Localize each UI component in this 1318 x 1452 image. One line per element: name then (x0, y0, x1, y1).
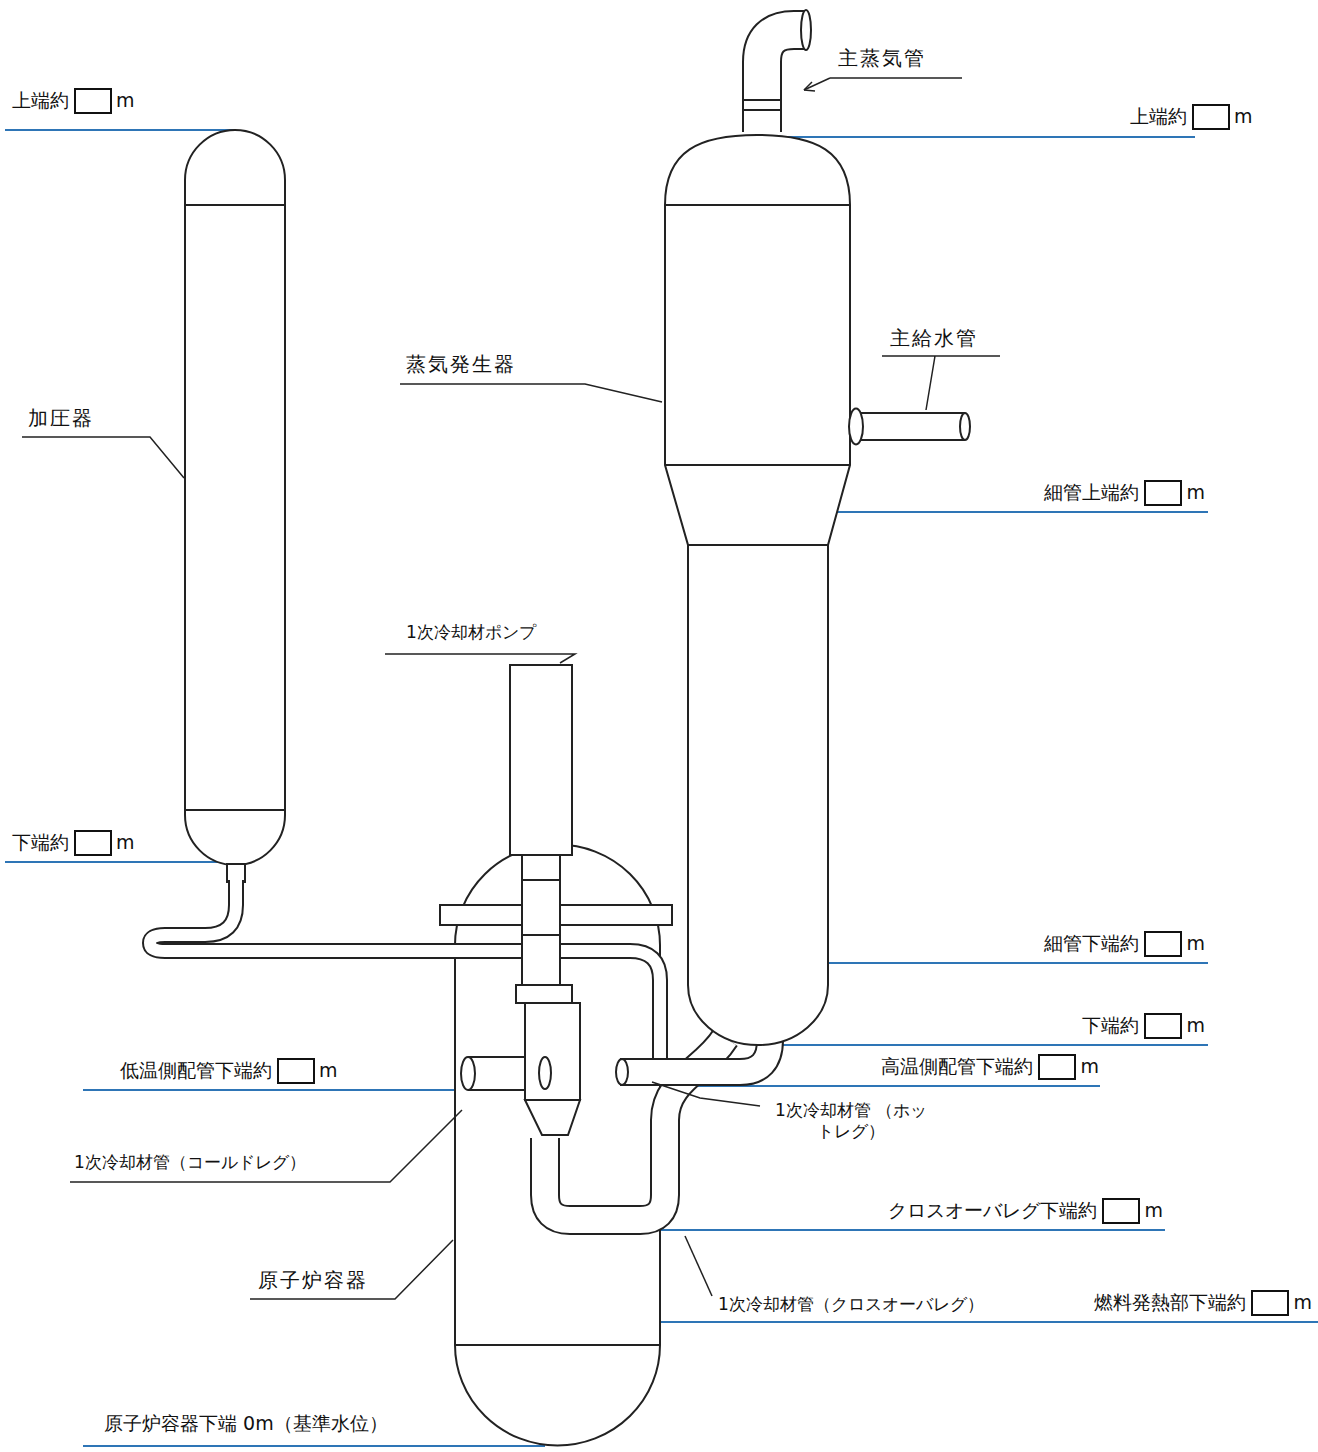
label-row: 蒸気発生器 (404, 352, 518, 377)
label-row: 主給水管 (888, 326, 980, 351)
answer-box (1144, 931, 1182, 957)
label-row: 原子炉容器下端 0m（基準水位） (102, 1412, 390, 1436)
answer-box (1144, 1013, 1182, 1039)
unit-label: m (115, 89, 136, 113)
label-row: 1次冷却材管（コールドレグ） (72, 1152, 308, 1173)
leader-lines (22, 78, 1000, 1299)
unit-label: m (1233, 105, 1254, 129)
label-row: 1次冷却材管 （ホットレグ） (766, 1100, 936, 1143)
part-name: 1次冷却材ポンプ (404, 622, 538, 643)
pressurizer (185, 130, 285, 882)
answer-box (74, 88, 112, 114)
unit-label: m (1185, 481, 1206, 505)
level-label: 細管上端約 (1042, 481, 1141, 505)
part-name: 主給水管 (888, 326, 980, 351)
surge-line (150, 880, 660, 1062)
label-row: クロスオーバレグ下端約 m (886, 1198, 1164, 1224)
label-row: 下端約 m (1080, 1013, 1206, 1039)
level-label: 細管下端約 (1042, 932, 1141, 956)
answer-box (74, 830, 112, 856)
part-name: 蒸気発生器 (404, 352, 518, 377)
answer-box (1192, 104, 1230, 130)
part-name: 1次冷却材管 （ホットレグ） (766, 1100, 936, 1143)
main-steam-pipe (742, 10, 811, 132)
label-row: 燃料発熱部下端約 m (1092, 1290, 1313, 1316)
label-row: 主蒸気管 (836, 46, 928, 71)
label-row: 上端約 m (10, 88, 136, 114)
unit-label: m (115, 831, 136, 855)
level-label: 低温側配管下端約 (118, 1059, 274, 1083)
part-name: 加圧器 (26, 406, 96, 431)
answer-box (1251, 1290, 1289, 1316)
part-name: 1次冷却材管（コールドレグ） (72, 1152, 308, 1173)
level-label: 上端約 (10, 89, 71, 113)
coolant-pump (461, 665, 580, 1135)
level-label: 下端約 (1080, 1014, 1141, 1038)
part-name: 1次冷却材管（クロスオーバレグ） (716, 1294, 986, 1315)
answer-box (1144, 480, 1182, 506)
level-label: 上端約 (1128, 105, 1189, 129)
label-row: 1次冷却材ポンプ (404, 622, 538, 643)
label-row: 細管下端約 m (1042, 931, 1206, 957)
level-label: クロスオーバレグ下端約 (886, 1199, 1099, 1223)
label-row: 上端約 m (1128, 104, 1254, 130)
unit-label: m (1185, 932, 1206, 956)
label-row: 1次冷却材管（クロスオーバレグ） (716, 1294, 986, 1315)
unit-label: m (1143, 1199, 1164, 1223)
level-label: 下端約 (10, 831, 71, 855)
level-label: 原子炉容器下端 0m（基準水位） (102, 1412, 390, 1436)
label-row: 加圧器 (26, 406, 96, 431)
unit-label: m (1185, 1014, 1206, 1038)
unit-label: m (1292, 1291, 1313, 1315)
label-row: 原子炉容器 (256, 1268, 370, 1293)
level-lines (5, 130, 1318, 1446)
unit-label: m (318, 1059, 339, 1083)
answer-box (1102, 1198, 1140, 1224)
label-row: 高温側配管下端約 m (879, 1054, 1100, 1080)
label-row: 細管上端約 m (1042, 480, 1206, 506)
label-row: 低温側配管下端約 m (118, 1058, 339, 1084)
part-name: 主蒸気管 (836, 46, 928, 71)
answer-box (1038, 1054, 1076, 1080)
level-label: 燃料発熱部下端約 (1092, 1291, 1248, 1315)
hot-leg (616, 1040, 770, 1085)
level-label: 高温側配管下端約 (879, 1055, 1035, 1079)
steam-generator (665, 135, 850, 1045)
label-row: 下端約 m (10, 830, 136, 856)
feedwater-pipe (849, 409, 970, 445)
unit-label: m (1079, 1055, 1100, 1079)
part-name: 原子炉容器 (256, 1268, 370, 1293)
answer-box (277, 1058, 315, 1084)
